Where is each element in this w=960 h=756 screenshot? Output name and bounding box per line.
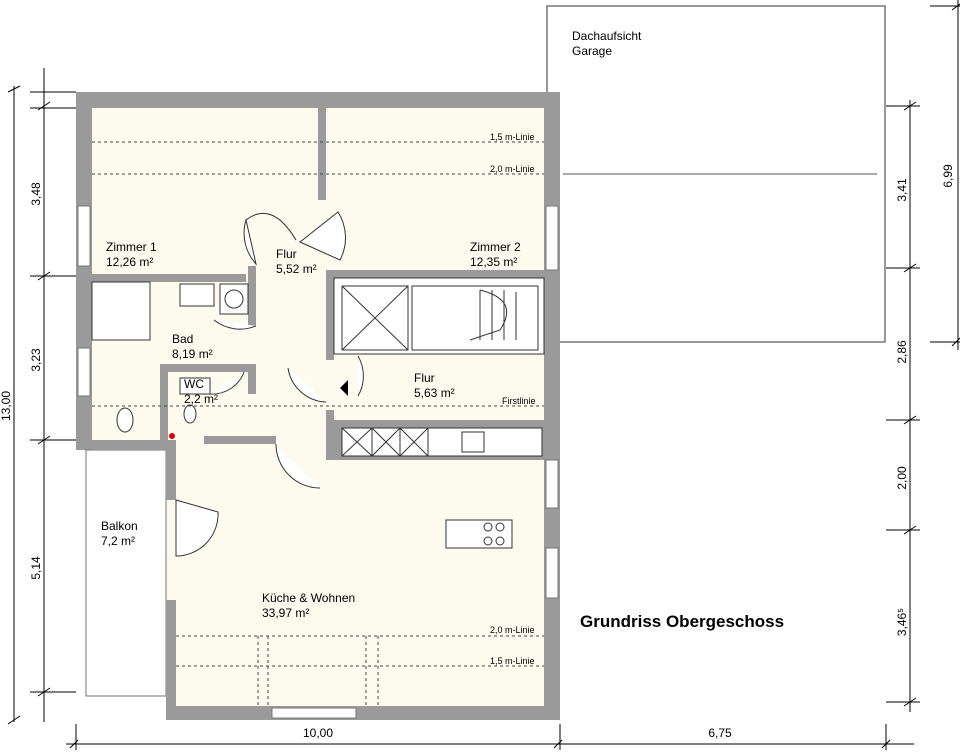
bathroom-fixtures <box>91 281 249 433</box>
dimension-lines <box>7 0 960 750</box>
dim-right-far: 6,99 <box>941 164 955 188</box>
room-wc-area: 2,2 m² <box>184 392 218 406</box>
room-flur-mid-name: Flur <box>414 371 435 385</box>
line-label-top-20: 2,0 m-Linie <box>490 164 535 174</box>
dim-bottom-2: 6,75 <box>708 726 732 740</box>
stair-direction-arrow <box>340 380 348 396</box>
line-label-bot-15: 1,5 m-Linie <box>490 656 535 666</box>
plan-title: Grundriss Obergeschoss <box>580 612 784 631</box>
room-zimmer1-name: Zimmer 1 <box>106 240 157 254</box>
room-balkon-name: Balkon <box>101 519 138 533</box>
room-flur-top-area: 5,52 m² <box>276 262 317 276</box>
room-zimmer2-name: Zimmer 2 <box>470 240 521 254</box>
garage-roof: Dachaufsicht Garage <box>546 5 886 343</box>
door-arcs <box>175 211 364 557</box>
line-label-bot-20: 2,0 m-Linie <box>490 625 535 635</box>
garage-label-line1: Dachaufsicht <box>572 29 642 43</box>
room-flur-top-name: Flur <box>276 247 297 261</box>
room-bad-name: Bad <box>172 332 193 346</box>
garage-label-line2: Garage <box>572 44 612 58</box>
height-lines <box>92 141 544 667</box>
dim-left-2: 3,23 <box>29 348 43 372</box>
windows <box>77 205 559 719</box>
room-flur-mid-area: 5,63 m² <box>414 386 455 400</box>
room-zimmer1-area: 12,26 m² <box>106 255 153 269</box>
dim-right-3: 2,00 <box>895 466 909 490</box>
room-wc-name: WC <box>184 377 204 391</box>
dim-right-1: 3,41 <box>895 178 909 202</box>
room-labels: Zimmer 1 12,26 m² Zimmer 2 12,35 m² Flur… <box>101 240 521 620</box>
line-label-top-15: 1,5 m-Linie <box>490 132 535 142</box>
outer-walls <box>76 92 560 720</box>
line-label-first: Firstlinie <box>502 396 536 406</box>
room-bad-area: 8,19 m² <box>172 347 213 361</box>
staircase <box>333 277 545 355</box>
room-kueche-area: 33,97 m² <box>262 606 309 620</box>
dim-left-1: 3,48 <box>29 182 43 206</box>
room-zimmer2-area: 12,35 m² <box>470 255 517 269</box>
dim-bottom-1: 10,00 <box>303 726 333 740</box>
marker-dot <box>169 433 175 439</box>
dim-left-total: 13,00 <box>0 391 13 421</box>
room-kueche-name: Küche & Wohnen <box>262 591 355 605</box>
dim-right-4: 3,46⁵ <box>895 608 909 636</box>
room-balkon-area: 7,2 m² <box>101 534 135 548</box>
kitchen-counter <box>341 427 543 549</box>
dim-right-2: 2,86 <box>895 340 909 364</box>
dim-left-3: 5,14 <box>29 556 43 580</box>
